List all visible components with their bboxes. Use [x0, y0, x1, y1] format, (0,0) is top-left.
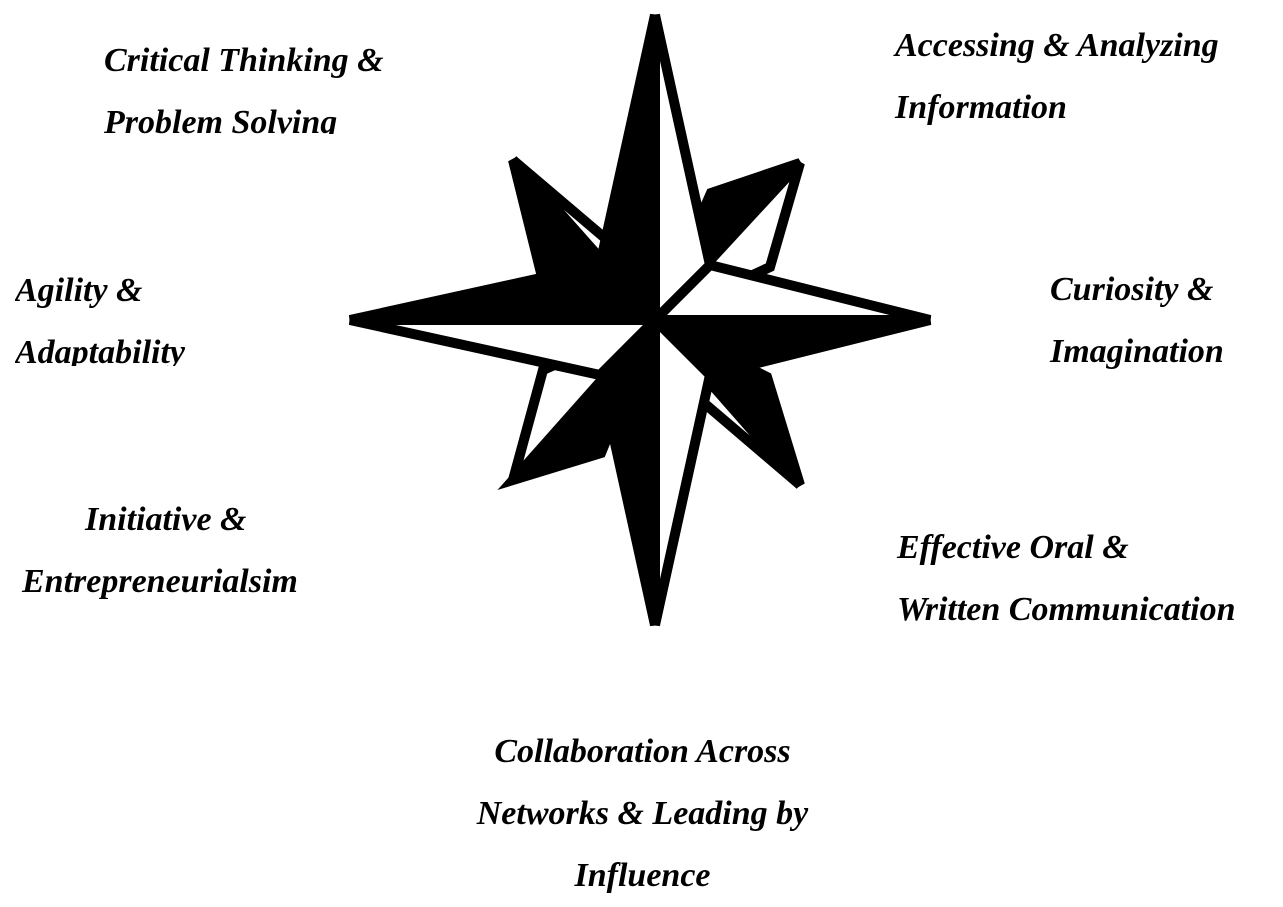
label-agility: Agility & Adaptability [15, 260, 185, 366]
compass-point-e-light [642, 259, 932, 325]
label-collaboration-line-1: Collaboration Across [494, 733, 791, 770]
compass-point-w-dark [348, 259, 668, 325]
label-collaboration: Collaboration Across Networks & Leading … [440, 721, 845, 907]
compass-point-w-light [348, 315, 668, 381]
label-agility-line-2: Adaptability [15, 334, 185, 366]
label-curiosity-line-1: Curiosity & [1050, 271, 1214, 308]
label-collaboration-line-2: Networks & Leading by [476, 795, 809, 832]
label-curiosity: Curiosity & Imagination [1050, 259, 1224, 383]
label-critical-thinking-line-1: Critical Thinking & [104, 42, 384, 79]
label-critical-thinking-line-2: Problem Solving [104, 104, 338, 134]
label-curiosity-line-2: Imagination [1050, 333, 1224, 370]
label-accessing-information-line-2: Information [895, 89, 1067, 126]
label-critical-thinking: Critical Thinking & Problem Solving [104, 30, 384, 134]
label-accessing-information: Accessing & Analyzing Information [895, 15, 1219, 139]
label-initiative: Initiative & Entrepreneurialsim [22, 489, 298, 613]
label-initiative-line-1: Initiative & [85, 501, 247, 538]
compass-point-s-light [650, 307, 716, 627]
label-agility-line-1: Agility & [15, 272, 143, 309]
label-communication-line-2: Written Communication [897, 591, 1236, 628]
label-communication-line-1: Effective Oral & [897, 529, 1129, 566]
label-collaboration-line-3: Influence [574, 857, 711, 894]
label-accessing-information-line-1: Accessing & Analyzing [895, 27, 1219, 64]
label-initiative-line-2: Entrepreneurialsim [22, 563, 298, 600]
label-communication: Effective Oral & Written Communication [897, 517, 1236, 641]
compass-rose-icon [348, 13, 932, 627]
